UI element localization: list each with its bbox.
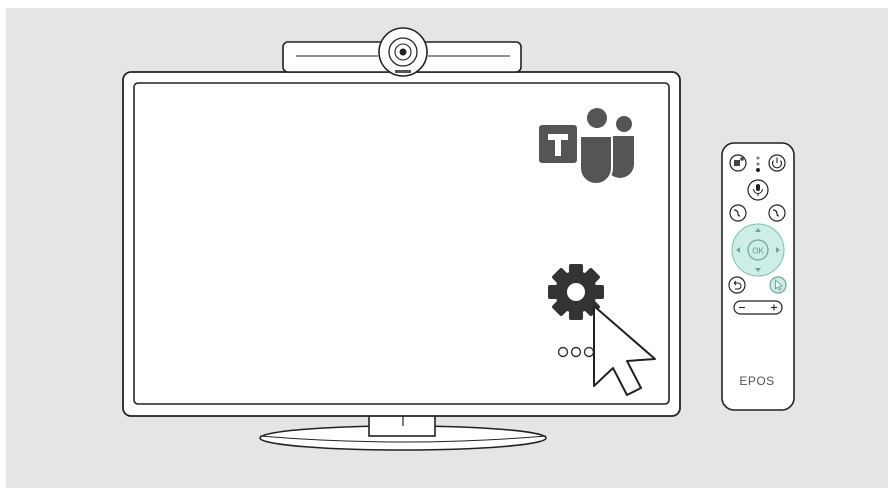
remote-call-accept-button (730, 205, 746, 221)
remote-call-end-button (769, 205, 785, 221)
svg-text:OK: OK (752, 247, 764, 256)
remote-dpad: OK (732, 224, 784, 276)
remote-back-button (729, 277, 745, 293)
remote-teams-button (730, 155, 746, 171)
remote-control: OK (722, 143, 794, 410)
remote-power-button (769, 155, 785, 171)
tv-stand (260, 412, 546, 450)
remote-pointer-button (770, 277, 786, 293)
remote-brand-label: EPOS (720, 374, 794, 388)
video-bar-camera-icon (283, 28, 521, 76)
remote-mic-button (748, 180, 768, 200)
remote-volume-rocker (734, 301, 782, 314)
